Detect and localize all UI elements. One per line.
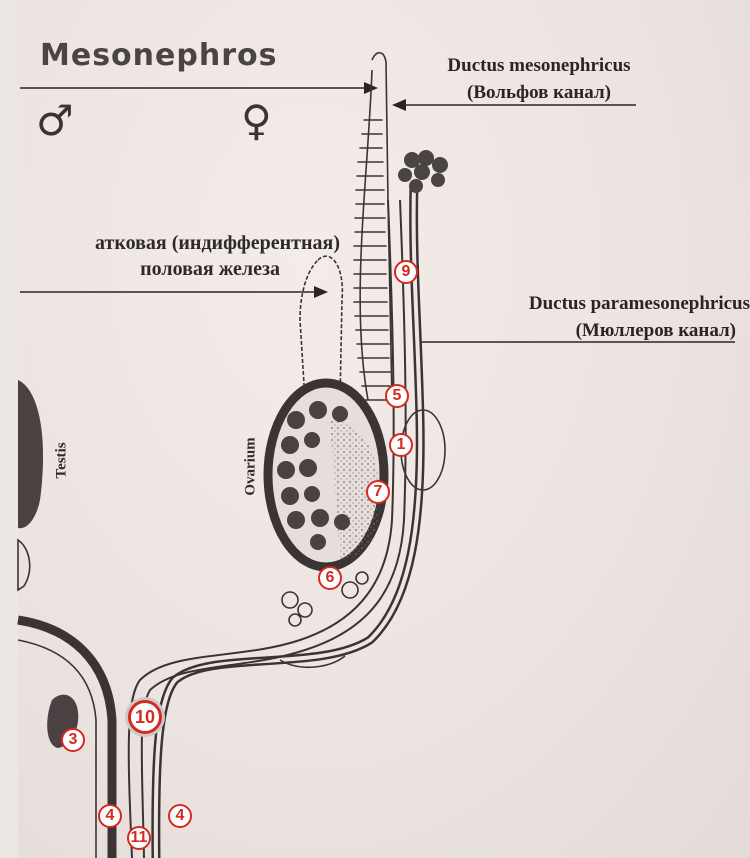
mesonephros-title: Mesonephros <box>40 38 277 73</box>
marker-1: 1 <box>389 433 413 457</box>
marker-4-right: 4 <box>168 804 192 828</box>
ductus-mesonephricus-label: Ductus mesonephricus (Вольфов канал) <box>404 52 674 106</box>
ductus-mesonephricus-latin: Ductus mesonephricus <box>404 52 674 79</box>
fimbriae <box>398 150 448 193</box>
ductus-paramesonephricus-ru: (Мюллеров канал) <box>450 317 750 344</box>
testis-label: Testis <box>54 442 71 478</box>
marker-6: 6 <box>318 566 342 590</box>
indifferent-gonad-line2: половая железа <box>18 256 340 282</box>
marker-7: 7 <box>366 480 390 504</box>
ductus-paramesonephricus-label: Ductus paramesonephricus (Мюллеров канал… <box>450 290 750 344</box>
indifferent-gonad-line1: атковая (индифферентная) <box>18 230 340 256</box>
male-symbol-icon: ♂ <box>36 96 74 145</box>
marker-3: 3 <box>61 728 85 752</box>
marker-10: 10 <box>128 700 162 734</box>
ovary <box>268 383 384 567</box>
marker-11: 11 <box>127 826 151 850</box>
marker-9: 9 <box>394 260 418 284</box>
ductus-paramesonephricus-latin: Ductus paramesonephricus <box>450 290 750 317</box>
ovarium-label: Ovarium <box>243 437 260 495</box>
marker-4-left: 4 <box>98 804 122 828</box>
mesonephric-tubules <box>354 53 392 400</box>
ductus-mesonephricus-ru: (Вольфов канал) <box>404 79 674 106</box>
indifferent-gonad-label: атковая (индифферентная) половая железа <box>18 230 340 282</box>
female-symbol-icon: ♀ <box>241 96 272 145</box>
gonad-arrowhead <box>314 286 328 298</box>
marker-5: 5 <box>385 384 409 408</box>
